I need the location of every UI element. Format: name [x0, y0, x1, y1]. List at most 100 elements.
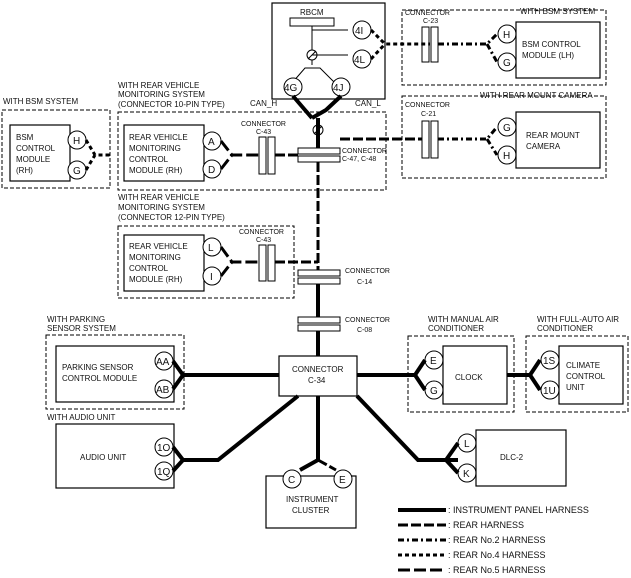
c08-id: C-08	[357, 327, 372, 334]
connector-c47-c48: CONNECTOR C-47, C-48	[297, 147, 387, 163]
pin-rvm12-l: L	[208, 243, 214, 254]
c08-label: CONNECTOR	[345, 317, 390, 324]
wire-c34-clock	[357, 358, 427, 377]
c21-label: CONNECTOR	[405, 102, 450, 109]
pin-cluster-c: C	[288, 475, 295, 486]
cluster-name-1: INSTRUMENT	[286, 495, 339, 504]
wire-audio-c34	[171, 394, 300, 462]
rvm12-group: WITH REAR VEHICLE MONITORING SYSTEM (CON…	[117, 193, 318, 299]
parking-sensor-group: WITH PARKING SENSOR SYSTEM PARKING SENSO…	[45, 315, 185, 410]
rear-camera-group: WITH REAR MOUNT CAMERA CONNECTOR C-21 G …	[401, 91, 607, 179]
pin-bsm-lh-h: H	[503, 30, 510, 41]
pin-rbcm-4j: 4J	[333, 83, 344, 94]
manual-ac-header-1: WITH MANUAL AIR	[428, 315, 499, 324]
c43b-id: C-43	[256, 237, 271, 244]
bsm-rh-name-3: MODULE	[16, 155, 50, 164]
climate-name-1: CLIMATE	[566, 361, 600, 370]
c43a-label: CONNECTOR	[241, 121, 286, 128]
wire-can-h	[291, 94, 314, 120]
cluster-group: C E INSTRUMENT CLUSTER	[265, 469, 357, 529]
wire-c34-cluster-e	[317, 458, 337, 472]
rvm12-header-2: MONITORING SYSTEM	[118, 203, 205, 212]
parking-name-1: PARKING SENSOR	[62, 363, 134, 372]
audio-header: WITH AUDIO UNIT	[47, 413, 116, 422]
pin-rbcm-4l: 4L	[354, 55, 366, 66]
audio-name: AUDIO UNIT	[80, 453, 126, 462]
clock-name: CLOCK	[455, 373, 483, 382]
pin-bsm-rh-h: H	[73, 136, 80, 147]
bsm-lh-group: WITH BSM SYSTEM CONNECTOR C-23 H G BSM C…	[401, 7, 607, 86]
rvm12-header-1: WITH REAR VEHICLE	[118, 193, 199, 202]
c4748-id: C-47, C-48	[342, 156, 376, 163]
c14-label: CONNECTOR	[345, 268, 390, 275]
bsm-rh-group: WITH BSM SYSTEM BSM CONTROL MODULE (RH) …	[1, 97, 111, 189]
rvm10-header-3: (CONNECTOR 10-PIN TYPE)	[118, 100, 225, 109]
rvm10-header-2: MONITORING SYSTEM	[118, 90, 205, 99]
pin-clock-e: E	[430, 356, 437, 367]
legend-item-rear: : REAR HARNESS	[448, 520, 524, 530]
bsm-rh-name-1: BSM	[16, 133, 34, 142]
pin-clock-g: G	[430, 386, 438, 397]
wire-c23-bsm-lh	[438, 32, 499, 46]
rvm10-group: WITH REAR VEHICLE MONITORING SYSTEM (CON…	[117, 81, 387, 191]
c43a-id: C-43	[256, 129, 271, 136]
pin-rvm10-d: D	[208, 165, 215, 176]
legend-item-ip: : INSTRUMENT PANEL HARNESS	[448, 505, 589, 515]
rvm12-name-2: MONITORING	[129, 253, 181, 262]
legend-item-rear4: : REAR No.4 HARNESS	[448, 550, 546, 560]
pin-audio-1o: 1O	[157, 443, 171, 454]
legend-item-rear5: : REAR No.5 HARNESS	[448, 565, 546, 575]
wire-bsm-rh	[84, 139, 110, 157]
wire-rbcm-c23	[369, 28, 430, 46]
wire-rvm10	[219, 140, 259, 157]
rvm10-header-1: WITH REAR VEHICLE	[118, 81, 199, 90]
pin-audio-1q: 1Q	[157, 467, 171, 478]
pin-dlc-k: K	[463, 469, 470, 480]
dlc-group: L K DLC-2	[457, 429, 567, 487]
auto-ac-header-2: CONDITIONER	[537, 324, 593, 333]
rvm10-name-4: MODULE (RH)	[129, 166, 183, 175]
c34-label: CONNECTOR	[292, 365, 344, 374]
rbcm-module: RBCM 4I 4L 4G 4J CAN_H CAN_L	[250, 2, 386, 108]
parking-header-2: SENSOR SYSTEM	[47, 324, 116, 333]
c34-id: C-34	[308, 376, 326, 385]
legend: : INSTRUMENT PANEL HARNESS : REAR HARNES…	[398, 505, 589, 575]
pin-cluster-e: E	[339, 475, 346, 486]
pin-climate-1s: 1S	[543, 356, 556, 367]
wire-c34-dlc	[355, 394, 458, 462]
bsm-lh-name-1: BSM CONTROL	[522, 40, 581, 49]
c14-id: C-14	[357, 279, 372, 286]
pin-dlc-l: L	[464, 439, 470, 450]
climate-name-2: CONTROL	[566, 372, 606, 381]
wire-rbcm-c23-b	[369, 42, 387, 61]
manual-ac-header-2: CONDITIONER	[428, 324, 484, 333]
pin-parking-aa: AA	[156, 357, 170, 368]
connector-c08: CONNECTOR C-08	[297, 316, 390, 334]
camera-name-2: CAMERA	[526, 142, 561, 151]
pin-bsm-rh-g: G	[73, 166, 81, 177]
rvm12-name-3: CONTROL	[129, 264, 169, 273]
can-h-label: CAN_H	[250, 99, 277, 108]
parking-header-1: WITH PARKING	[47, 315, 105, 324]
pin-rbcm-4g: 4G	[284, 83, 298, 94]
rvm10-name-2: MONITORING	[129, 144, 181, 153]
bsm-rh-name-4: (RH)	[16, 166, 33, 175]
wire-climate-1s	[528, 358, 542, 377]
audio-group: WITH AUDIO UNIT AUDIO UNIT 1O 1Q	[47, 413, 175, 489]
parking-name-2: CONTROL MODULE	[62, 374, 137, 383]
can-l-label: CAN_L	[355, 99, 381, 108]
wire-rvm12	[219, 246, 259, 264]
pin-rbcm-4i: 4I	[355, 26, 363, 37]
bsm-rh-name-2: CONTROL	[16, 144, 56, 153]
wire-c21-camera	[438, 126, 499, 141]
rvm12-header-3: (CONNECTOR 12-PIN TYPE)	[118, 213, 225, 222]
pin-camera-g: G	[503, 123, 511, 134]
pin-rvm12-i: I	[210, 272, 213, 283]
dlc-name: DLC-2	[500, 453, 524, 462]
rvm12-name-4: MODULE (RH)	[129, 275, 183, 284]
c43b-label: CONNECTOR	[239, 229, 284, 236]
wire-can-l	[311, 94, 343, 120]
bsm-lh-name-2: MODULE (LH)	[522, 51, 574, 60]
cluster-name-2: CLUSTER	[292, 506, 330, 515]
